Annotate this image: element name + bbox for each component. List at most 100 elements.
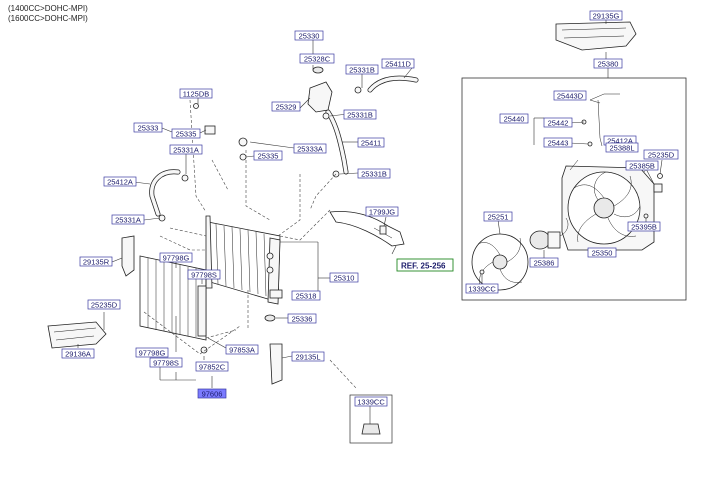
label-25335-b[interactable]: 25335 bbox=[253, 150, 283, 161]
svg-text:25388L: 25388L bbox=[609, 143, 634, 152]
header-line-1: (1400CC>DOHC-MPI) bbox=[8, 4, 88, 13]
label-25335-a[interactable]: 25335 bbox=[171, 128, 201, 139]
label-25330[interactable]: 25330 bbox=[294, 30, 324, 41]
svg-text:25331A: 25331A bbox=[115, 215, 141, 224]
svg-text:1339CC: 1339CC bbox=[468, 284, 496, 293]
bypass-hose-part bbox=[329, 211, 405, 247]
svg-text:25235D: 25235D bbox=[91, 300, 118, 309]
upper-cover-part bbox=[555, 21, 637, 51]
svg-text:97798S: 97798S bbox=[191, 270, 217, 279]
label-25395b[interactable]: 25395B bbox=[627, 221, 661, 232]
label-25333a[interactable]: 25333A bbox=[293, 143, 327, 154]
svg-text:97798G: 97798G bbox=[163, 253, 190, 262]
label-97606-highlighted[interactable]: 97606 bbox=[197, 388, 227, 399]
label-97798g-a[interactable]: 97798G bbox=[159, 252, 193, 263]
label-25331a-a[interactable]: 25331A bbox=[169, 144, 203, 155]
svg-text:1339CC: 1339CC bbox=[357, 397, 385, 406]
label-25318[interactable]: 25318 bbox=[291, 290, 321, 301]
svg-text:25333A: 25333A bbox=[297, 144, 323, 153]
label-25310[interactable]: 25310 bbox=[329, 272, 359, 283]
label-25331b-c[interactable]: 25331B bbox=[357, 168, 391, 179]
label-29136a[interactable]: 29136A bbox=[61, 348, 95, 359]
label-25235d-b[interactable]: 25235D bbox=[643, 149, 679, 160]
label-97798s-a[interactable]: 97798S bbox=[187, 269, 221, 280]
header-line-2: (1600CC>DOHC-MPI) bbox=[8, 14, 88, 23]
svg-text:25333: 25333 bbox=[138, 123, 159, 132]
label-25380[interactable]: 25380 bbox=[593, 58, 623, 69]
svg-text:25411D: 25411D bbox=[385, 59, 411, 68]
label-25331b-a[interactable]: 25331B bbox=[345, 64, 379, 75]
label-97798g-b[interactable]: 97798G bbox=[135, 347, 169, 358]
label-97798s-b[interactable]: 97798S bbox=[149, 357, 183, 368]
svg-text:25385B: 25385B bbox=[629, 161, 655, 170]
svg-text:25380: 25380 bbox=[598, 59, 619, 68]
ref-25-256[interactable]: REF. 25-256 bbox=[396, 258, 454, 272]
label-25329[interactable]: 25329 bbox=[271, 101, 301, 112]
phantom-lines bbox=[143, 99, 357, 389]
label-29135g[interactable]: 29135G bbox=[589, 10, 623, 21]
svg-text:25330: 25330 bbox=[299, 31, 320, 40]
svg-text:25331B: 25331B bbox=[361, 169, 387, 178]
clip-part bbox=[361, 423, 381, 435]
label-1799jg[interactable]: 1799JG bbox=[365, 206, 399, 217]
label-1125db[interactable]: 1125DB bbox=[179, 88, 213, 99]
label-25350[interactable]: 25350 bbox=[587, 247, 617, 258]
label-25412a[interactable]: 25412A bbox=[103, 176, 137, 187]
label-25331a-b[interactable]: 25331A bbox=[111, 214, 145, 225]
fan-motor-part bbox=[529, 230, 551, 250]
label-25411d[interactable]: 25411D bbox=[381, 58, 415, 69]
svg-text:25350: 25350 bbox=[592, 248, 613, 257]
label-25385b[interactable]: 25385B bbox=[625, 160, 659, 171]
label-25388l[interactable]: 25388L bbox=[605, 142, 639, 153]
label-97853a[interactable]: 97853A bbox=[225, 344, 259, 355]
svg-text:25412A: 25412A bbox=[107, 177, 133, 186]
svg-text:25443: 25443 bbox=[548, 138, 569, 147]
label-1339cc-a[interactable]: 1339CC bbox=[465, 283, 499, 294]
svg-text:97853A: 97853A bbox=[229, 345, 255, 354]
svg-text:25331A: 25331A bbox=[173, 145, 199, 154]
svg-text:25411: 25411 bbox=[361, 138, 381, 147]
condenser-part bbox=[139, 255, 207, 341]
svg-text:29136A: 29136A bbox=[65, 349, 91, 358]
svg-text:25331B: 25331B bbox=[349, 65, 375, 74]
wiring-harness-part bbox=[589, 93, 620, 101]
svg-text:25443D: 25443D bbox=[557, 91, 584, 100]
label-25336[interactable]: 25336 bbox=[287, 313, 317, 324]
label-29135r[interactable]: 29135R bbox=[79, 256, 113, 267]
label-25411[interactable]: 25411 bbox=[357, 137, 385, 148]
label-25440[interactable]: 25440 bbox=[499, 113, 529, 124]
label-25328c[interactable]: 25328C bbox=[299, 53, 335, 64]
label-29135l[interactable]: 29135L bbox=[291, 351, 325, 362]
label-25442[interactable]: 25442 bbox=[543, 117, 573, 128]
label-25251[interactable]: 25251 bbox=[483, 211, 513, 222]
svg-text:25251: 25251 bbox=[488, 212, 509, 221]
svg-text:25310: 25310 bbox=[334, 273, 355, 282]
svg-text:97606: 97606 bbox=[202, 389, 223, 398]
label-25386[interactable]: 25386 bbox=[529, 257, 559, 268]
label-25235d-a[interactable]: 25235D bbox=[87, 299, 121, 310]
lower-cover-part bbox=[47, 321, 107, 349]
label-25333[interactable]: 25333 bbox=[133, 122, 163, 133]
label-97852c[interactable]: 97852C bbox=[195, 361, 229, 372]
svg-text:97852C: 97852C bbox=[199, 362, 226, 371]
label-25443d[interactable]: 25443D bbox=[553, 90, 587, 101]
label-25443[interactable]: 25443 bbox=[543, 137, 573, 148]
fan-assembly-frame bbox=[461, 77, 687, 301]
svg-text:25318: 25318 bbox=[296, 291, 317, 300]
label-25331b-b[interactable]: 25331B bbox=[343, 109, 377, 120]
svg-text:25412A: 25412A bbox=[607, 136, 633, 145]
air-guard-left-part bbox=[269, 343, 283, 385]
thermostat-housing-part bbox=[307, 81, 333, 113]
shroud-fan-hub bbox=[593, 197, 615, 219]
svg-text:REF. 25-256: REF. 25-256 bbox=[401, 262, 446, 271]
svg-text:25386: 25386 bbox=[534, 258, 555, 267]
shroud-fan-blades bbox=[573, 171, 641, 243]
svg-text:29135R: 29135R bbox=[83, 257, 110, 266]
svg-text:25395B: 25395B bbox=[631, 222, 657, 231]
label-1339cc-b[interactable]: 1339CC bbox=[354, 396, 388, 407]
svg-text:1799JG: 1799JG bbox=[369, 207, 395, 216]
svg-text:1125DB: 1125DB bbox=[183, 89, 210, 98]
air-guard-right-part bbox=[121, 235, 135, 277]
svg-text:29135G: 29135G bbox=[593, 11, 620, 20]
